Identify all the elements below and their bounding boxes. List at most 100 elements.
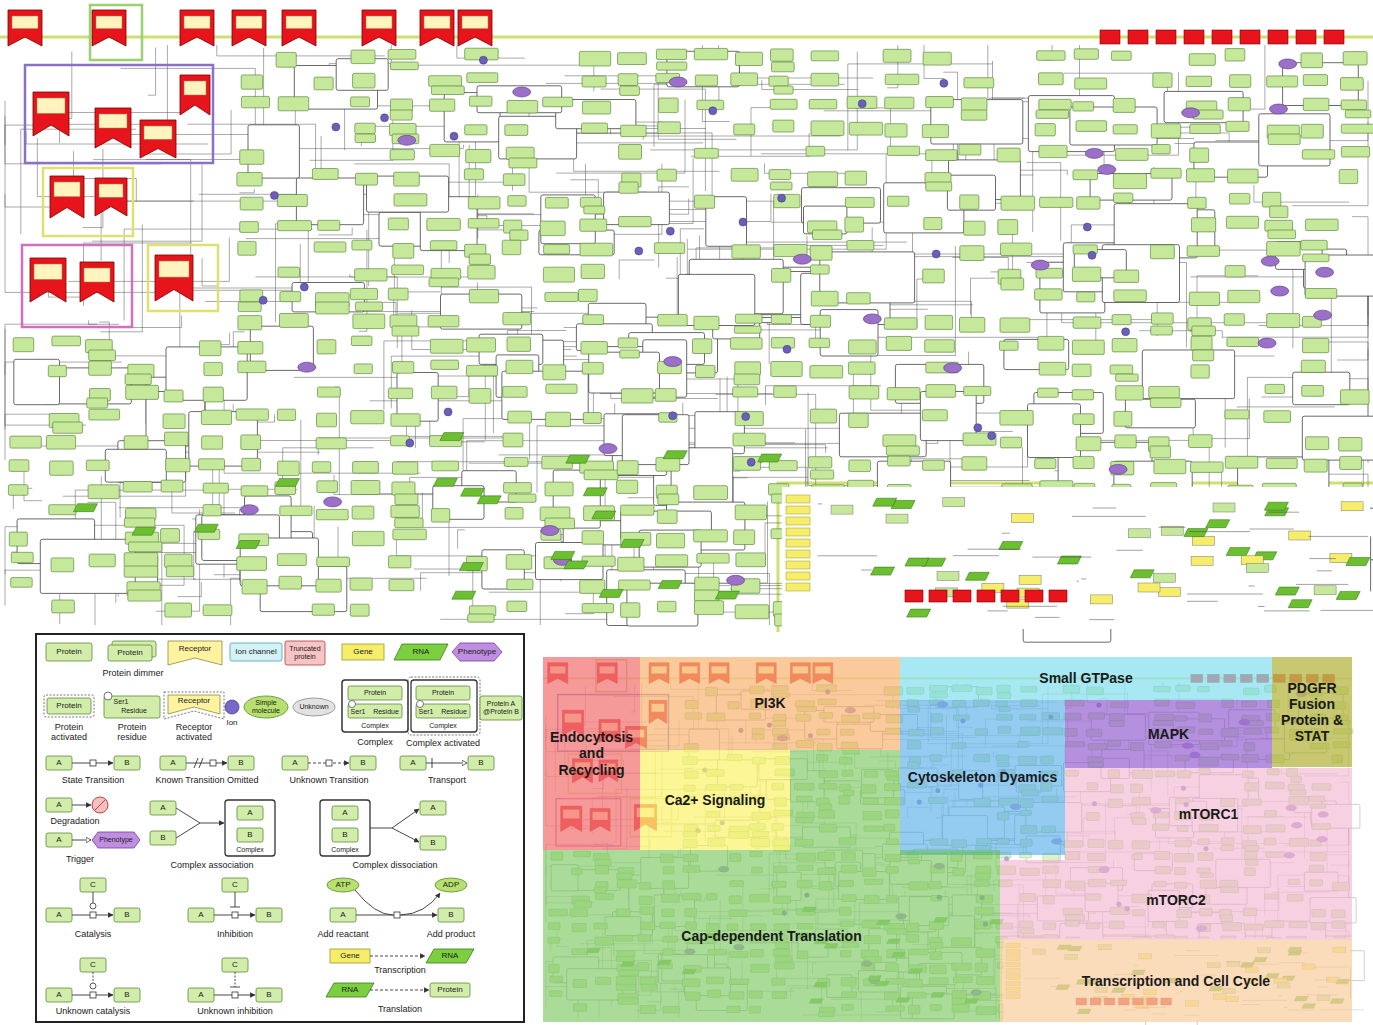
protein-box [1039,99,1071,110]
protein-box [393,244,414,259]
protein-box [355,269,387,281]
protein-box [1187,246,1219,257]
protein-box [581,342,607,355]
protein-box [580,243,613,256]
protein-box [395,518,423,528]
gene-box [1191,556,1213,565]
phenotype-shape [1258,338,1276,348]
gene-box [1158,587,1180,596]
protein-box [316,302,350,314]
truncated-protein [905,590,923,602]
protein-box [53,422,83,433]
receptor-inner [286,16,312,29]
network-wire [688,155,886,250]
protein-box [734,374,760,385]
protein-box [430,99,455,111]
protein-box [52,336,81,346]
network-wire [148,48,156,96]
protein-box [618,53,647,65]
receptor-inner [184,16,210,29]
rna-shape [1336,591,1360,599]
network-wire [769,320,771,364]
protein-box [50,461,74,475]
protein-box [241,435,261,450]
protein-box [1188,197,1207,208]
rna-shape [583,488,607,496]
protein-box [618,338,638,348]
ion-dot [709,107,717,115]
receptor-box [1324,30,1344,44]
protein-box [1073,317,1101,328]
protein-box [8,485,28,496]
phenotype-shape [1316,267,1334,277]
protein-box [618,74,638,86]
network-wire [92,165,202,242]
protein-box [1038,336,1064,350]
protein-box [124,436,148,449]
protein-box [923,52,951,65]
protein-box [885,124,907,137]
rna-shape [477,496,501,504]
protein-box [278,221,312,231]
protein-box [736,553,766,567]
protein-box [1076,121,1107,132]
protein-box [808,457,831,468]
protein-box [165,432,189,446]
protein-box [1306,437,1329,450]
protein-box [428,316,459,327]
network-wire [1258,606,1265,607]
protein-box [9,460,29,472]
protein-box [621,603,640,618]
protein-box [280,506,312,516]
protein-box [1150,398,1181,408]
protein-box [1303,338,1329,352]
ion-dot [778,194,786,202]
protein-box [1191,365,1209,378]
network-wire [310,121,393,161]
group-frame [90,5,142,60]
phenotype-shape [1314,310,1332,320]
network-wire [869,305,1047,338]
ion-dot [381,114,389,122]
rna-shape [592,511,616,519]
protein-box [540,221,565,236]
protein-box [1192,218,1216,232]
protein-box [1228,98,1250,111]
protein-box [926,182,952,191]
protein-box [696,365,716,377]
protein-box [925,315,953,329]
complex-frame [839,413,926,457]
protein-box [1039,145,1067,157]
phenotype-shape [1261,256,1279,266]
gene-box [786,550,810,558]
gene-box [1090,595,1112,604]
protein-box [1191,336,1212,350]
protein-box [1073,414,1094,425]
protein-box [1264,411,1291,423]
protein-box [1040,197,1073,207]
network-wire [1159,527,1186,528]
protein-box [770,99,797,109]
network-wire [766,386,881,405]
gene-box [943,498,965,507]
network-wire [318,438,520,455]
protein-box [1341,124,1373,133]
protein-box [508,411,532,423]
complex-frame [105,449,166,482]
protein-box [849,122,882,135]
protein-box [352,531,384,545]
protein-box [1341,78,1364,91]
protein-box [811,51,839,61]
protein-box [1339,438,1362,452]
network-wire [202,258,219,286]
network-wire [1035,617,1060,618]
network-wire [818,555,877,556]
protein-box [769,170,791,180]
protein-box [1189,54,1215,66]
protein-box [89,409,120,420]
protein-box [695,75,717,86]
network-wire [1248,586,1254,587]
truncated-protein [977,590,995,602]
protein-box [1035,124,1055,136]
protein-box [353,73,375,88]
